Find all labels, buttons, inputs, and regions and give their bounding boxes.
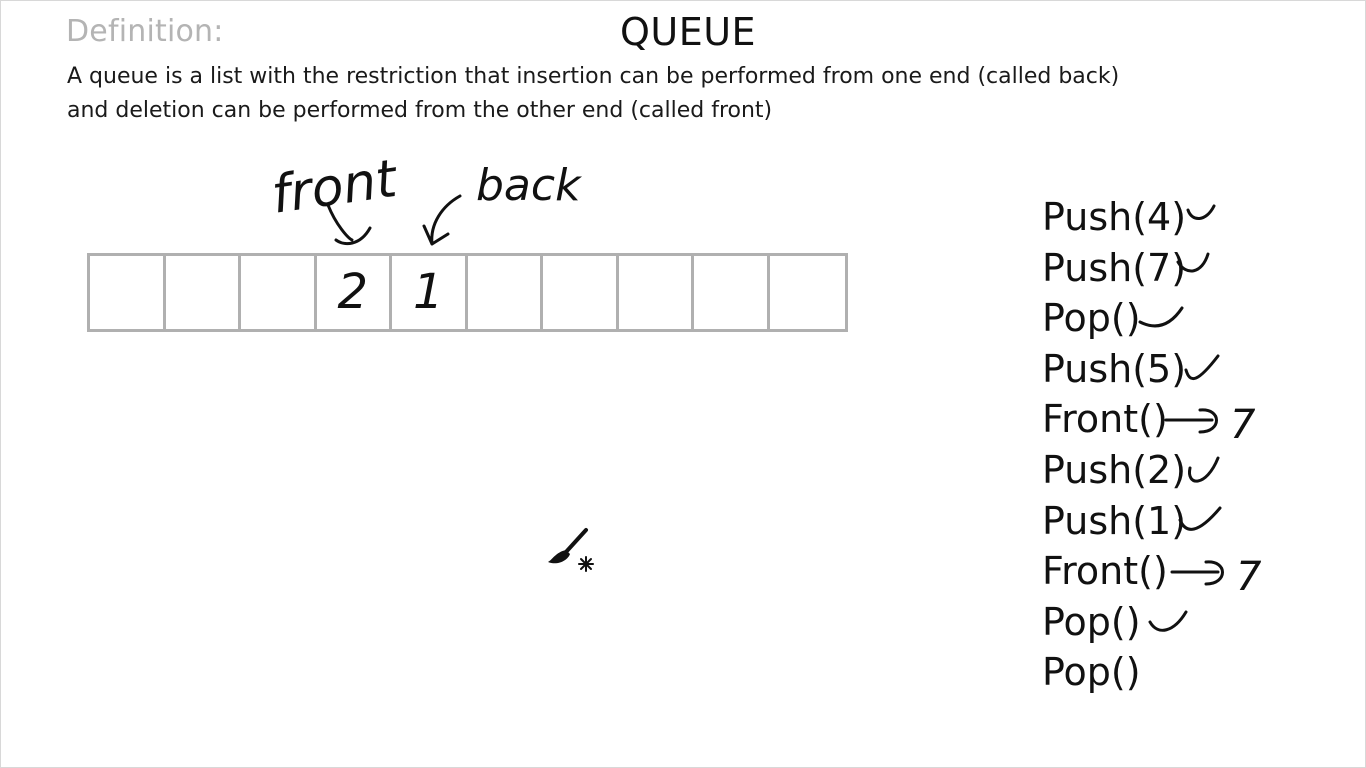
operation-item: Push(2) — [1042, 445, 1186, 496]
operation-item: Push(5) — [1042, 344, 1186, 395]
queue-cell-value: 1 — [412, 264, 444, 320]
queue-array: 2 1 — [87, 253, 848, 332]
queue-cell-0 — [90, 256, 166, 329]
operation-item: Front() — [1042, 394, 1186, 445]
operation-label: Pop() — [1042, 650, 1141, 695]
check-icon — [1184, 354, 1220, 381]
operation-label: Push(7) — [1042, 245, 1187, 290]
definition-line-2: and deletion can be performed from the o… — [67, 98, 773, 123]
operations-list: Push(4) Push(7) Pop() Push(5) Front() Pu… — [1042, 192, 1186, 698]
queue-cell-7 — [619, 256, 694, 329]
queue-cell-2 — [241, 256, 317, 329]
operation-item: Front() — [1042, 546, 1186, 597]
operation-item: Pop() — [1042, 647, 1186, 698]
check-icon — [1188, 456, 1220, 483]
operation-item: Pop() — [1042, 597, 1186, 648]
definition-line-1: A queue is a list with the restriction t… — [67, 64, 1120, 89]
operation-label: Push(5) — [1042, 346, 1187, 391]
queue-cell-4: 1 — [392, 256, 468, 329]
queue-cell-5 — [468, 256, 543, 329]
check-icon — [1148, 610, 1188, 632]
operation-item: Push(7) — [1042, 243, 1186, 294]
check-icon — [1176, 252, 1210, 273]
definition-text: A queue is a list with the restriction t… — [67, 60, 1257, 128]
operation-label: Push(2) — [1042, 447, 1187, 492]
front-result: 7 — [1230, 402, 1256, 448]
back-arrow-icon — [422, 194, 462, 246]
arrow-icon — [1164, 408, 1218, 434]
operation-label: Front() — [1042, 549, 1168, 594]
operation-item: Push(1) — [1042, 496, 1186, 547]
check-icon — [1178, 506, 1222, 531]
check-icon — [1138, 306, 1184, 328]
front-result: 7 — [1236, 554, 1262, 600]
operation-label: Pop() — [1042, 599, 1141, 644]
queue-cell-6 — [543, 256, 619, 329]
queue-cell-value: 2 — [337, 264, 369, 320]
front-arrow-icon — [326, 203, 372, 246]
queue-cell-1 — [166, 256, 241, 329]
queue-cell-8 — [694, 256, 770, 329]
operation-item: Push(4) — [1042, 192, 1186, 243]
back-label: back — [476, 160, 582, 211]
check-icon — [1186, 204, 1216, 220]
arrow-icon — [1170, 560, 1224, 586]
page-title: QUEUE — [620, 10, 757, 54]
queue-cell-3: 2 — [317, 256, 392, 329]
operation-item: Pop() — [1042, 293, 1186, 344]
operation-label: Pop() — [1042, 296, 1141, 341]
operation-label: Push(1) — [1042, 498, 1187, 543]
operation-label: Front() — [1042, 397, 1168, 442]
operation-label: Push(4) — [1042, 195, 1187, 239]
definition-label: Definition: — [66, 14, 224, 49]
